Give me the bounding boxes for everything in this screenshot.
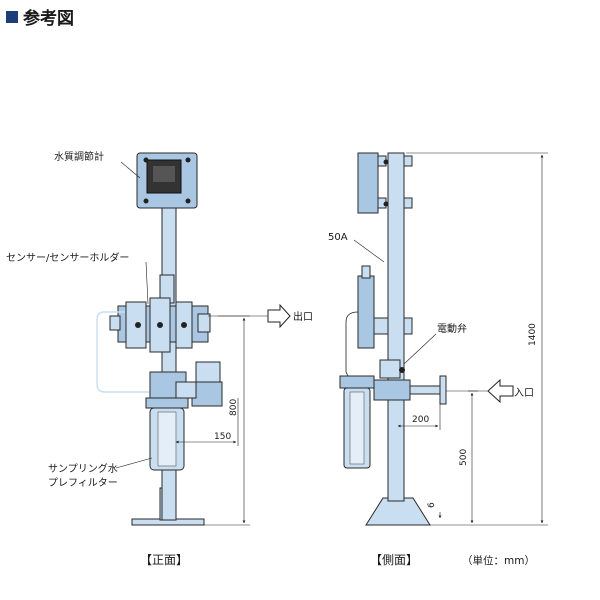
side-caption: 【側面】 <box>370 553 418 567</box>
page-title: 参考図 <box>6 4 74 29</box>
inlet-arrow-icon <box>487 378 514 404</box>
dim-200: 200 <box>412 415 429 425</box>
outlet-arrow-icon <box>267 303 291 329</box>
side-sensor-holder <box>357 275 375 349</box>
sensor-holder <box>109 274 211 353</box>
outlet-label: 出口 <box>293 310 313 323</box>
unit-label: （単位：mm） <box>462 554 535 567</box>
inlet-pipe <box>409 385 441 395</box>
front-valve-assembly <box>149 361 223 407</box>
dim-150: 150 <box>214 432 231 442</box>
pipe-label: 50A <box>328 232 348 243</box>
side-view <box>339 152 548 526</box>
side-base <box>365 497 431 526</box>
front-view <box>96 152 291 526</box>
front-column <box>161 207 177 521</box>
sensor-label: センサー/センサーホルダー <box>6 251 129 264</box>
water-quality-controller <box>136 152 198 209</box>
controller-label: 水質調節計 <box>54 150 104 163</box>
dim-500: 500 <box>459 449 469 466</box>
dim-6: 6 <box>427 502 437 508</box>
prefilter-label-line1: サンプリング水 <box>48 462 118 475</box>
prefilter-label-line2: プレフィルター <box>48 477 118 489</box>
dim-800: 800 <box>229 399 239 416</box>
title-text: 参考図 <box>23 9 74 29</box>
inlet-label: 入口 <box>514 388 534 399</box>
front-caption: 【正面】 <box>140 553 188 567</box>
electric-valve <box>379 359 401 379</box>
title-square-icon <box>6 10 18 23</box>
sampling-prefilter <box>145 397 189 471</box>
dim-1400: 1400 <box>528 323 538 346</box>
valve-label: 電動弁 <box>437 322 467 335</box>
side-controller <box>357 152 379 214</box>
side-column <box>387 152 405 502</box>
